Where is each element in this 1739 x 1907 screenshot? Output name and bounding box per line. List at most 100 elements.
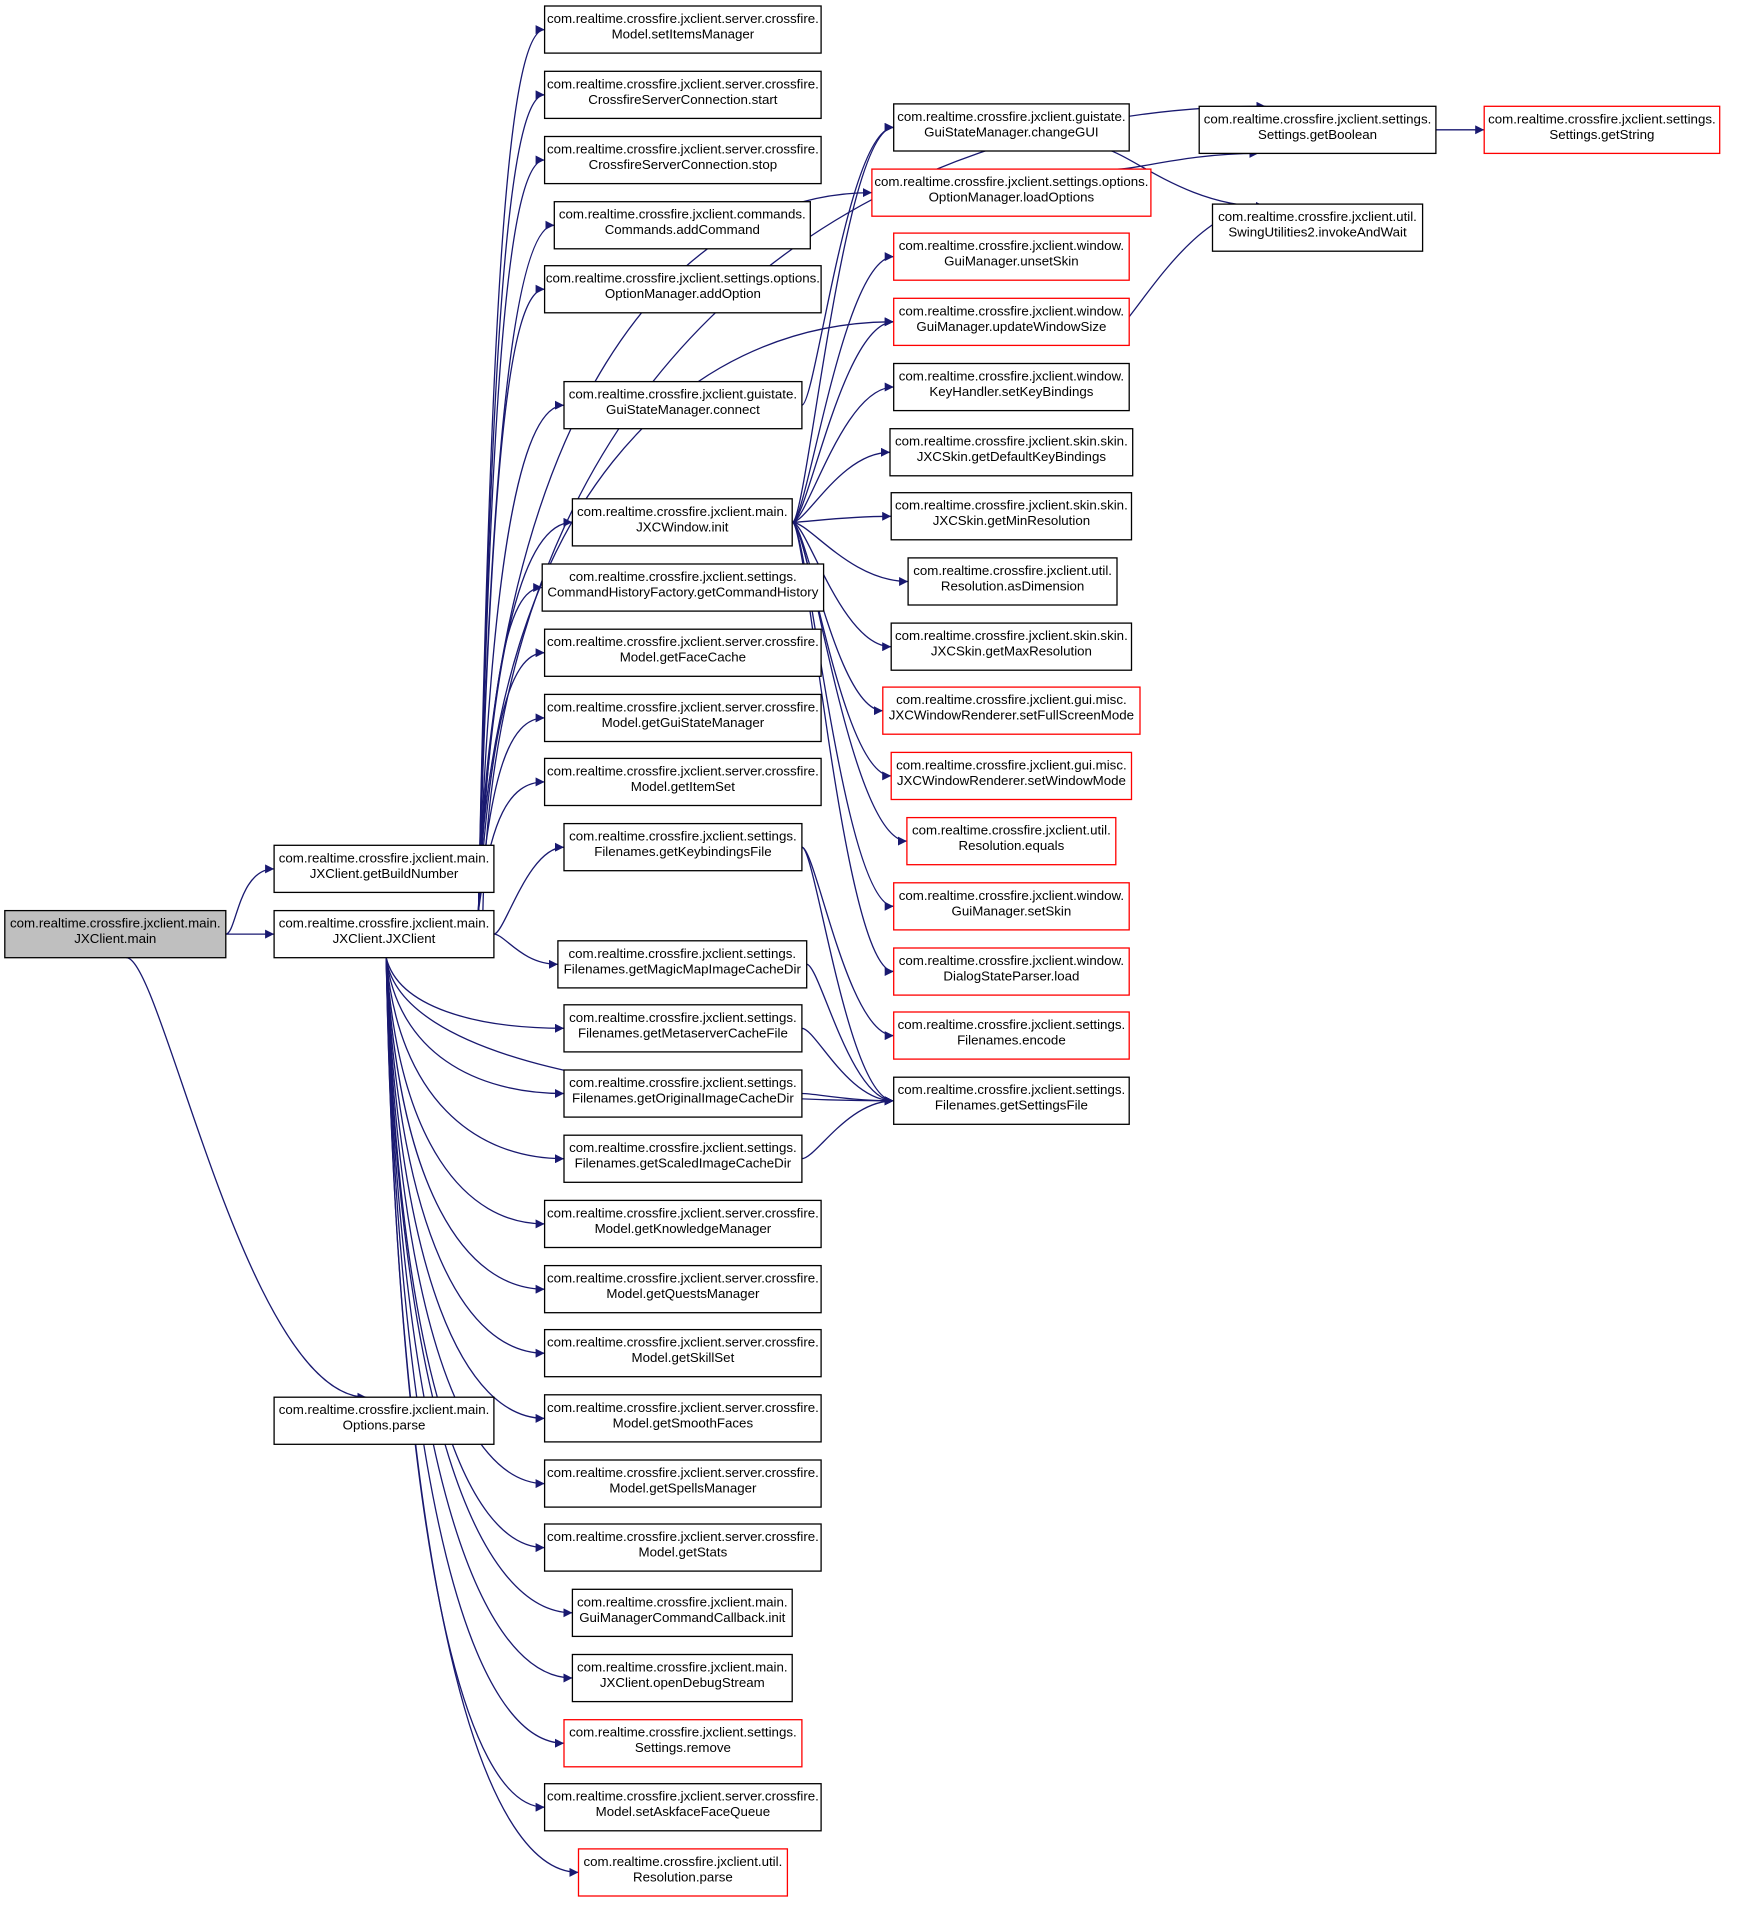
node-box[interactable] (543, 628, 822, 677)
node-set-items-manager[interactable]: com.realtime.crossfire.jxclient.server.c… (543, 5, 822, 54)
node-set-skin[interactable]: com.realtime.crossfire.jxclient.window.G… (893, 882, 1130, 931)
node-box[interactable] (543, 1523, 822, 1572)
node-get-build-number[interactable]: com.realtime.crossfire.jxclient.main.JXC… (273, 844, 495, 894)
node-res-equals[interactable]: com.realtime.crossfire.jxclient.util.Res… (906, 816, 1117, 866)
node-conn-start[interactable]: com.realtime.crossfire.jxclient.server.c… (543, 70, 822, 120)
node-encode[interactable]: com.realtime.crossfire.jxclient.settings… (893, 1011, 1130, 1060)
node-add-option[interactable]: com.realtime.crossfire.jxclient.settings… (543, 265, 822, 314)
node-load-options[interactable]: com.realtime.crossfire.jxclient.settings… (871, 168, 1152, 217)
node-get-smooth-faces[interactable]: com.realtime.crossfire.jxclient.server.c… (543, 1394, 822, 1443)
node-get-command-history[interactable]: com.realtime.crossfire.jxclient.settings… (541, 563, 825, 612)
node-get-original[interactable]: com.realtime.crossfire.jxclient.settings… (563, 1069, 803, 1118)
node-get-settings-file[interactable]: com.realtime.crossfire.jxclient.settings… (893, 1076, 1130, 1125)
node-box[interactable] (563, 380, 803, 430)
node-gsm-connect[interactable]: com.realtime.crossfire.jxclient.guistate… (563, 380, 803, 430)
node-get-skill-set[interactable]: com.realtime.crossfire.jxclient.server.c… (543, 1328, 822, 1378)
node-box[interactable] (543, 1459, 822, 1508)
node-box[interactable] (273, 909, 495, 959)
node-box[interactable] (871, 168, 1152, 217)
node-box[interactable] (563, 1134, 803, 1183)
node-main[interactable]: com.realtime.crossfire.jxclient.main.JXC… (4, 909, 227, 959)
node-get-metaserver[interactable]: com.realtime.crossfire.jxclient.settings… (563, 1004, 803, 1053)
node-box[interactable] (543, 1394, 822, 1443)
node-box[interactable] (553, 201, 811, 250)
node-change-gui[interactable]: com.realtime.crossfire.jxclient.guistate… (893, 103, 1130, 152)
node-box[interactable] (906, 816, 1117, 866)
node-resolution-parse[interactable]: com.realtime.crossfire.jxclient.util.Res… (577, 1848, 789, 1897)
node-box[interactable] (543, 265, 822, 314)
node-box[interactable] (543, 693, 822, 743)
node-box[interactable] (889, 428, 1134, 477)
node-unset-skin[interactable]: com.realtime.crossfire.jxclient.window.G… (893, 232, 1130, 281)
node-box[interactable] (893, 1011, 1130, 1060)
node-box[interactable] (557, 940, 808, 989)
node-get-item-set[interactable]: com.realtime.crossfire.jxclient.server.c… (543, 757, 822, 807)
node-conn-stop[interactable]: com.realtime.crossfire.jxclient.server.c… (543, 135, 822, 185)
node-box[interactable] (543, 1328, 822, 1378)
node-box[interactable] (563, 822, 803, 872)
node-box[interactable] (273, 1396, 495, 1445)
node-box[interactable] (571, 498, 793, 547)
node-get-default-kb[interactable]: com.realtime.crossfire.jxclient.skin.ski… (889, 428, 1134, 477)
node-box[interactable] (893, 103, 1130, 152)
node-box[interactable] (563, 1004, 803, 1053)
node-get-gui-state-manager[interactable]: com.realtime.crossfire.jxclient.server.c… (543, 693, 822, 743)
node-as-dimension[interactable]: com.realtime.crossfire.jxclient.util.Res… (907, 557, 1118, 606)
node-box[interactable] (563, 1719, 803, 1768)
node-box[interactable] (543, 135, 822, 185)
node-set-full-screen[interactable]: com.realtime.crossfire.jxclient.gui.misc… (882, 686, 1141, 735)
node-options-parse[interactable]: com.realtime.crossfire.jxclient.main.Opt… (273, 1396, 495, 1445)
node-box[interactable] (893, 232, 1130, 281)
node-box[interactable] (543, 70, 822, 120)
node-get-knowledge[interactable]: com.realtime.crossfire.jxclient.server.c… (543, 1199, 822, 1249)
node-get-max-res[interactable]: com.realtime.crossfire.jxclient.skin.ski… (890, 622, 1133, 671)
node-box[interactable] (543, 1783, 822, 1832)
node-jxcw-init[interactable]: com.realtime.crossfire.jxclient.main.JXC… (571, 498, 793, 547)
node-box[interactable] (1483, 105, 1721, 155)
node-dsp-load[interactable]: com.realtime.crossfire.jxclient.window.D… (893, 947, 1130, 996)
node-box[interactable] (571, 1588, 793, 1638)
node-box[interactable] (1211, 203, 1424, 252)
node-box[interactable] (577, 1848, 789, 1897)
node-box[interactable] (893, 882, 1130, 931)
node-box[interactable] (563, 1069, 803, 1118)
node-box[interactable] (890, 622, 1133, 671)
node-get-keybindings-file[interactable]: com.realtime.crossfire.jxclient.settings… (563, 822, 803, 872)
node-open-debug[interactable]: com.realtime.crossfire.jxclient.main.JXC… (571, 1653, 793, 1703)
node-set-askface[interactable]: com.realtime.crossfire.jxclient.server.c… (543, 1783, 822, 1832)
node-get-spells[interactable]: com.realtime.crossfire.jxclient.server.c… (543, 1459, 822, 1508)
node-get-scaled[interactable]: com.realtime.crossfire.jxclient.settings… (563, 1134, 803, 1183)
node-update-window-size[interactable]: com.realtime.crossfire.jxclient.window.G… (893, 297, 1130, 347)
node-box[interactable] (541, 563, 825, 612)
node-box[interactable] (543, 1199, 822, 1249)
node-box[interactable] (893, 947, 1130, 996)
node-set-key-bindings[interactable]: com.realtime.crossfire.jxclient.window.K… (893, 362, 1130, 412)
node-box[interactable] (543, 5, 822, 54)
node-box[interactable] (543, 757, 822, 807)
node-get-magic-map[interactable]: com.realtime.crossfire.jxclient.settings… (557, 940, 808, 989)
node-box[interactable] (4, 909, 227, 959)
node-settings-remove[interactable]: com.realtime.crossfire.jxclient.settings… (563, 1719, 803, 1768)
node-box[interactable] (893, 1076, 1130, 1125)
node-box[interactable] (882, 686, 1141, 735)
node-get-quests[interactable]: com.realtime.crossfire.jxclient.server.c… (543, 1264, 822, 1314)
node-set-window-mode[interactable]: com.realtime.crossfire.jxclient.gui.misc… (890, 751, 1133, 801)
node-box[interactable] (571, 1653, 793, 1703)
node-box[interactable] (890, 751, 1133, 801)
node-box[interactable] (273, 844, 495, 894)
node-box[interactable] (543, 1264, 822, 1314)
node-get-min-res[interactable]: com.realtime.crossfire.jxclient.skin.ski… (890, 492, 1133, 541)
node-box[interactable] (893, 362, 1130, 412)
node-invoke-and-wait[interactable]: com.realtime.crossfire.jxclient.util.Swi… (1211, 203, 1424, 252)
node-get-face-cache[interactable]: com.realtime.crossfire.jxclient.server.c… (543, 628, 822, 677)
node-box[interactable] (1198, 105, 1437, 155)
node-get-string[interactable]: com.realtime.crossfire.jxclient.settings… (1483, 105, 1721, 155)
node-box[interactable] (893, 297, 1130, 347)
node-add-command[interactable]: com.realtime.crossfire.jxclient.commands… (553, 201, 811, 250)
node-get-stats[interactable]: com.realtime.crossfire.jxclient.server.c… (543, 1523, 822, 1572)
node-get-boolean[interactable]: com.realtime.crossfire.jxclient.settings… (1198, 105, 1437, 155)
node-box[interactable] (907, 557, 1118, 606)
node-jxclient[interactable]: com.realtime.crossfire.jxclient.main.JXC… (273, 909, 495, 959)
node-gmcc-init[interactable]: com.realtime.crossfire.jxclient.main.Gui… (571, 1588, 793, 1638)
node-box[interactable] (890, 492, 1133, 541)
